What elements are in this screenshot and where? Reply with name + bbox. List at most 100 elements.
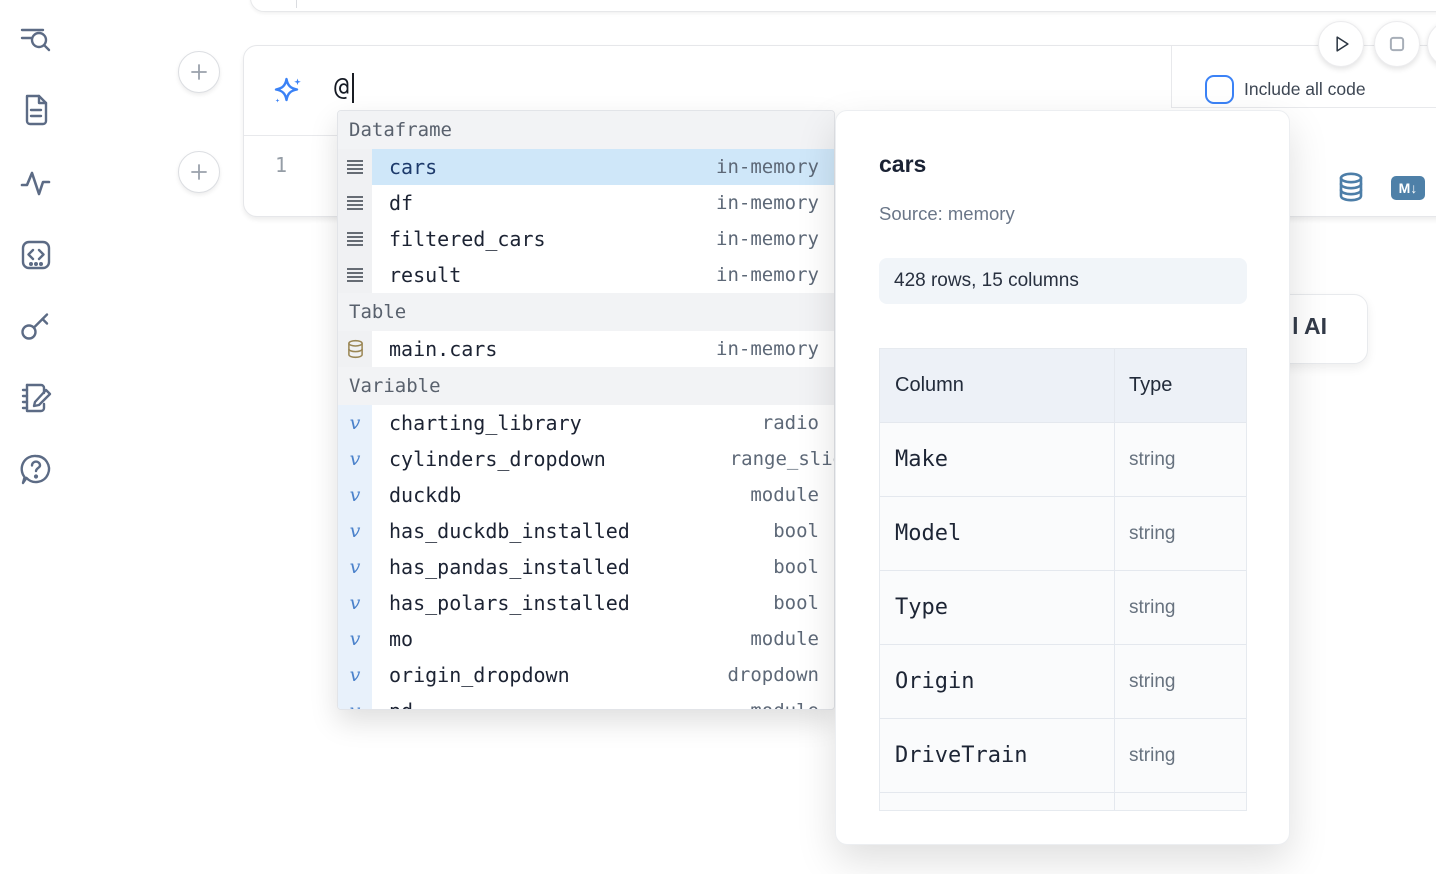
add-cell-button-bottom[interactable] bbox=[178, 151, 220, 193]
editor-line-number: 1 bbox=[274, 153, 288, 177]
item-type: in-memory bbox=[716, 192, 819, 214]
item-name: cars bbox=[389, 155, 438, 179]
column-type: string bbox=[1129, 449, 1176, 470]
sidebar-item-help[interactable] bbox=[18, 452, 54, 488]
column-name: Origin bbox=[895, 669, 975, 694]
table-row: Type string bbox=[880, 571, 1246, 645]
autocomplete-item-pd[interactable]: v pdmodule bbox=[338, 693, 834, 709]
sidebar-item-secrets[interactable] bbox=[18, 308, 54, 344]
play-icon bbox=[1336, 36, 1349, 52]
markdown-icon[interactable]: M↓ bbox=[1391, 176, 1425, 200]
table-row: Make string bbox=[880, 423, 1246, 497]
sparkles-icon bbox=[274, 77, 301, 103]
item-name: pd bbox=[389, 699, 413, 709]
table-row: Origin string bbox=[880, 645, 1246, 719]
sidebar-item-table-of-contents[interactable] bbox=[18, 21, 54, 57]
column-name: DriveTrain bbox=[895, 743, 1028, 768]
autocomplete-item-result[interactable]: result in-memory bbox=[338, 257, 834, 293]
sidebar-item-scratchpad[interactable] bbox=[18, 380, 54, 416]
stop-icon bbox=[1389, 36, 1405, 52]
table-row: DriveTrain string bbox=[880, 719, 1246, 793]
variable-icon: v bbox=[338, 657, 372, 693]
autocomplete-item-cars[interactable]: cars in-memory bbox=[338, 149, 834, 185]
item-name: main.cars bbox=[389, 337, 498, 361]
item-type: module bbox=[750, 484, 819, 506]
text-cursor bbox=[352, 73, 354, 103]
section-header-dataframe: Dataframe bbox=[338, 111, 834, 149]
item-name: df bbox=[389, 191, 414, 215]
column-name: Type bbox=[895, 595, 948, 620]
add-cell-button-top[interactable] bbox=[178, 51, 220, 93]
column-divider bbox=[1114, 793, 1115, 810]
plus-icon bbox=[191, 64, 207, 80]
section-header-variable: Variable bbox=[338, 367, 834, 405]
autocomplete-item-mo[interactable]: v mo module bbox=[338, 621, 834, 657]
autocomplete-item-filtered-cars[interactable]: filtered_cars in-memory bbox=[338, 221, 834, 257]
ai-prompt-input[interactable]: @ bbox=[334, 72, 350, 101]
database-icon bbox=[338, 331, 372, 367]
run-cell-button[interactable] bbox=[1318, 21, 1364, 67]
column-divider bbox=[1114, 349, 1115, 422]
item-type: module bbox=[750, 628, 819, 650]
section-header-table: Table bbox=[338, 293, 834, 331]
variable-icon: v bbox=[338, 441, 372, 477]
activity-icon bbox=[20, 171, 51, 196]
preview-title: cars bbox=[879, 151, 927, 177]
column-header: Column bbox=[895, 374, 964, 396]
column-divider bbox=[1114, 645, 1115, 718]
column-divider bbox=[1114, 497, 1115, 570]
dataframe-icon bbox=[338, 149, 372, 185]
include-all-code-checkbox[interactable] bbox=[1205, 75, 1234, 104]
item-name: duckdb bbox=[389, 483, 462, 507]
type-header: Type bbox=[1129, 374, 1173, 396]
variable-icon: v bbox=[338, 513, 372, 549]
autocomplete-item-origin-dropdown[interactable]: v origin_dropdown dropdown bbox=[338, 657, 834, 693]
item-type: in-memory bbox=[716, 264, 819, 286]
item-type: bool bbox=[773, 556, 819, 578]
item-name: has_polars_installed bbox=[389, 591, 630, 615]
item-type: in-memory bbox=[716, 228, 819, 250]
previous-cell-bottom bbox=[250, 0, 1436, 12]
generate-with-ai-label: l AI bbox=[1292, 313, 1327, 339]
item-name: origin_dropdown bbox=[389, 663, 570, 687]
sidebar-item-files[interactable] bbox=[18, 92, 54, 128]
search-list-icon bbox=[20, 28, 51, 52]
dataframe-icon bbox=[338, 185, 372, 221]
dataframe-icon bbox=[338, 221, 372, 257]
item-name: has_pandas_installed bbox=[389, 555, 630, 579]
item-type: dropdown bbox=[727, 664, 819, 686]
item-name: mo bbox=[389, 627, 414, 651]
variable-icon: v bbox=[338, 693, 372, 709]
variable-icon: v bbox=[338, 585, 372, 621]
column-divider bbox=[1114, 423, 1115, 496]
column-divider bbox=[1114, 719, 1115, 792]
autocomplete-item-df[interactable]: df in-memory bbox=[338, 185, 834, 221]
dataframe-icon bbox=[338, 257, 372, 293]
item-name: filtered_cars bbox=[389, 227, 546, 251]
sidebar-item-tracing[interactable] bbox=[18, 165, 54, 201]
file-document-icon bbox=[25, 94, 48, 126]
code-snippets-icon bbox=[21, 240, 51, 270]
sidebar-item-snippets[interactable] bbox=[18, 237, 54, 273]
column-divider bbox=[1114, 571, 1115, 644]
item-name: charting_library bbox=[389, 411, 582, 435]
variable-icon: v bbox=[338, 621, 372, 657]
preview-schema-table: Column Type Make string Model string Typ… bbox=[879, 348, 1247, 811]
item-type: bool bbox=[773, 520, 819, 542]
item-type: range_slider bbox=[729, 448, 834, 470]
database-icon[interactable] bbox=[1338, 172, 1364, 202]
stop-button[interactable] bbox=[1374, 21, 1420, 67]
dataframe-preview-panel: cars Source: memory 428 rows, 15 columns… bbox=[835, 110, 1290, 845]
item-name: result bbox=[389, 263, 462, 287]
item-type: in-memory bbox=[716, 156, 819, 178]
plus-icon bbox=[191, 164, 207, 180]
include-code-bottom-divider bbox=[1171, 107, 1436, 108]
